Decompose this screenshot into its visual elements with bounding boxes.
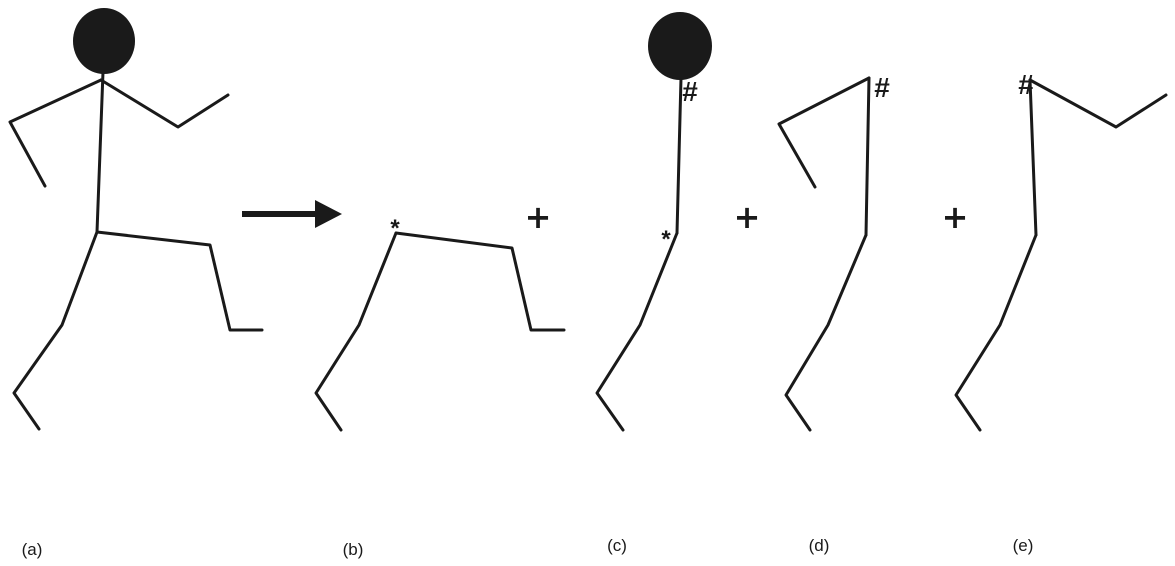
spine-leg	[954, 233, 1038, 432]
panel-d-left-arm: #	[777, 72, 890, 432]
figure-right-arm	[99, 78, 230, 129]
spine-line	[864, 76, 871, 237]
caption-e: (e)	[1013, 536, 1034, 555]
figure-head	[648, 12, 712, 80]
neck-joint-marker: #	[1018, 69, 1034, 100]
arm-line	[1028, 78, 1168, 129]
spine-line	[675, 76, 683, 235]
caption-c: (c)	[607, 536, 627, 555]
panel-e-right-arm: #	[954, 69, 1168, 432]
plus-operator-2: +	[734, 198, 761, 236]
caption-d: (d)	[809, 536, 830, 555]
hip-joint-marker: *	[390, 215, 400, 242]
spine-leg	[784, 233, 868, 432]
plus-operator-3: +	[942, 198, 969, 236]
plus-operator-1: +	[525, 198, 552, 236]
arm-line	[777, 76, 871, 189]
spine-leg	[595, 231, 679, 432]
transform-arrow	[242, 200, 342, 228]
figure-left-arm	[8, 78, 103, 188]
panel-a-full-figure	[8, 8, 264, 431]
caption-b: (b)	[343, 540, 364, 559]
figure-right-leg	[95, 230, 264, 332]
neck-joint-marker: #	[682, 76, 698, 107]
figure-head	[73, 8, 135, 74]
arrow-head	[315, 200, 342, 228]
hip-joint-marker: *	[661, 226, 671, 253]
panel-b-legs: *	[314, 215, 566, 432]
figure-left-leg	[12, 230, 99, 431]
panel-c-head-spine: # *	[595, 12, 712, 432]
caption-a: (a)	[22, 540, 43, 559]
figure-spine	[95, 70, 105, 234]
neck-joint-marker: #	[874, 72, 890, 103]
legs-left-leg	[314, 231, 398, 432]
legs-right-leg	[394, 231, 566, 332]
spine-line	[1028, 78, 1038, 237]
